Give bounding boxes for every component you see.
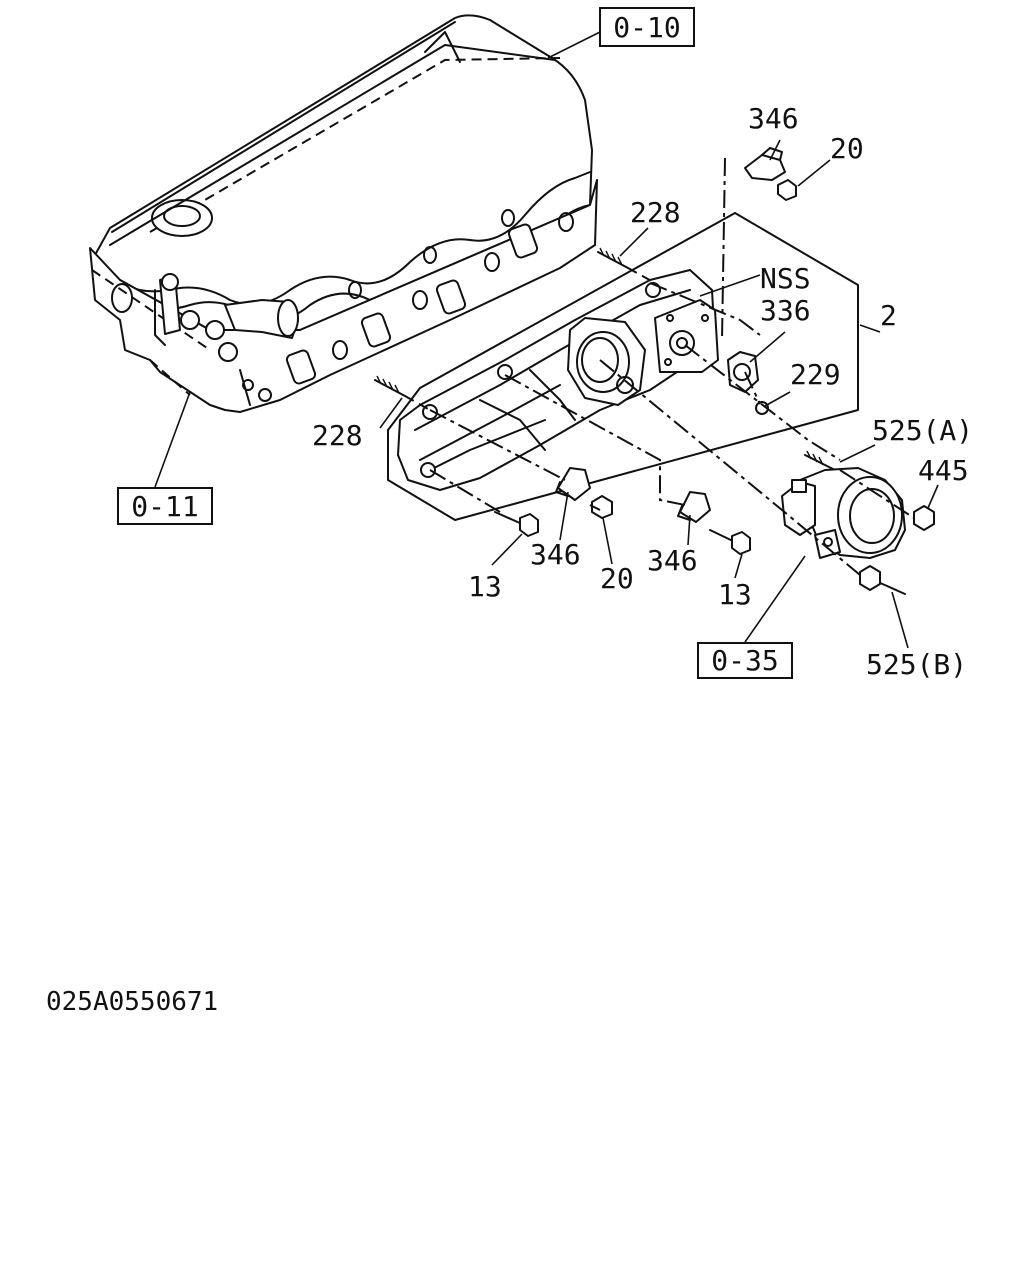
throttle-body <box>781 467 935 595</box>
reference-box-0-10[interactable]: 0-10 <box>599 7 695 47</box>
callout-346-right[interactable]: 346 <box>647 544 698 577</box>
callout-229[interactable]: 229 <box>790 358 841 391</box>
callout-20-middle[interactable]: 20 <box>600 562 634 595</box>
callout-336[interactable]: 336 <box>760 294 811 327</box>
alignment-lines <box>404 157 915 576</box>
callout-13-left[interactable]: 13 <box>468 570 502 603</box>
callout-labels: 346 20 228 NSS 336 2 229 228 525(A) 445 … <box>312 102 973 681</box>
fasteners <box>374 147 836 555</box>
callout-228-left[interactable]: 228 <box>312 419 363 452</box>
leader-lines <box>154 31 939 649</box>
reference-box-label: 0-10 <box>613 11 680 44</box>
reference-box-0-11[interactable]: 0-11 <box>117 487 213 525</box>
callout-346[interactable]: 346 <box>748 102 799 135</box>
callout-525a[interactable]: 525(A) <box>872 414 973 447</box>
callout-346-middle[interactable]: 346 <box>530 538 581 571</box>
callout-445[interactable]: 445 <box>918 454 969 487</box>
callout-228[interactable]: 228 <box>630 196 681 229</box>
reference-box-label: 0-11 <box>131 490 198 523</box>
intake-manifold <box>387 212 859 521</box>
callout-13-right[interactable]: 13 <box>718 578 752 611</box>
cylinder-head-assembly <box>89 14 598 413</box>
callout-nss[interactable]: NSS <box>760 262 811 295</box>
callout-2[interactable]: 2 <box>880 299 897 332</box>
callout-20[interactable]: 20 <box>830 132 864 165</box>
document-id: 025A0550671 <box>46 987 218 1017</box>
reference-box-0-35[interactable]: 0-35 <box>697 642 793 679</box>
callout-525b[interactable]: 525(B) <box>866 648 967 681</box>
reference-box-label: 0-35 <box>711 644 778 677</box>
